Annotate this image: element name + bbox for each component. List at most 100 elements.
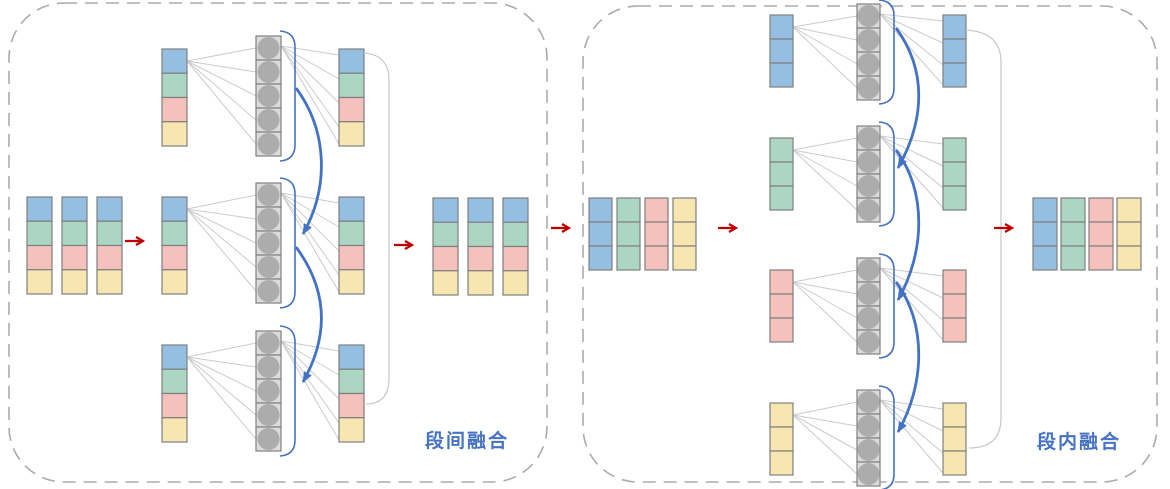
attention-line bbox=[792, 149, 858, 163]
fusion-bracket-icon bbox=[878, 121, 895, 227]
attention-line bbox=[280, 340, 340, 424]
attention-line bbox=[792, 281, 858, 343]
input-token-column bbox=[61, 244, 88, 271]
input-token-column bbox=[26, 220, 53, 247]
attention-node-icon bbox=[257, 37, 280, 59]
segment-output-column bbox=[338, 269, 365, 295]
channel-input-column bbox=[672, 221, 697, 247]
attention-node-icon bbox=[857, 463, 880, 485]
recurrent-fusion-arrow-icon bbox=[294, 246, 323, 383]
attention-line bbox=[186, 60, 257, 73]
attention-line bbox=[879, 13, 944, 44]
input-token-column bbox=[61, 269, 88, 295]
segment-input-column bbox=[161, 96, 188, 123]
fusion-bracket-icon bbox=[878, 0, 895, 105]
fused-token-column bbox=[467, 270, 494, 296]
segment-input-column bbox=[161, 196, 188, 222]
channel-column bbox=[769, 14, 794, 40]
attention-line bbox=[879, 135, 944, 167]
attention-line bbox=[280, 45, 340, 80]
attention-node-icon bbox=[257, 356, 280, 378]
attention-node-icon bbox=[857, 283, 880, 305]
attention-line bbox=[792, 15, 858, 28]
segment-input-column bbox=[161, 269, 188, 295]
attention-node-icon bbox=[257, 109, 280, 131]
attention-line bbox=[186, 356, 257, 416]
attention-line bbox=[186, 356, 257, 392]
segment-output-column bbox=[338, 344, 365, 370]
attention-line bbox=[792, 26, 858, 89]
fused-channel-column bbox=[1032, 221, 1058, 247]
fusion-bracket-icon bbox=[878, 385, 895, 489]
attention-line bbox=[792, 149, 858, 187]
input-token-column bbox=[26, 269, 53, 295]
attention-node-icon bbox=[257, 380, 280, 402]
channel-output-column bbox=[942, 62, 967, 88]
attention-line bbox=[792, 269, 858, 283]
attention-line bbox=[792, 281, 858, 319]
attention-line bbox=[792, 401, 858, 416]
channel-input-column bbox=[588, 197, 613, 223]
attention-node-icon bbox=[857, 151, 880, 173]
attention-line bbox=[879, 399, 944, 432]
attention-line bbox=[792, 137, 858, 151]
attention-line bbox=[280, 45, 340, 56]
segment-output-column bbox=[338, 121, 365, 147]
attention-line bbox=[186, 60, 257, 121]
fused-channel-column bbox=[1060, 221, 1086, 247]
inter-segment-panel bbox=[8, 2, 548, 483]
inter-segment-fusion-label: 段间融合 bbox=[424, 430, 509, 452]
channel-output-column bbox=[942, 137, 967, 163]
channel-column bbox=[769, 62, 794, 88]
fused-channel-column bbox=[1060, 245, 1086, 271]
fused-token-column bbox=[432, 221, 459, 248]
attention-node-icon bbox=[257, 404, 280, 426]
channel-output-column bbox=[942, 269, 967, 295]
attention-node-icon bbox=[857, 77, 880, 99]
attention-line bbox=[280, 192, 340, 228]
aggregate-curve bbox=[363, 52, 390, 405]
channel-input-column bbox=[644, 245, 669, 271]
fused-token-column bbox=[502, 270, 529, 296]
fused-channel-column bbox=[1032, 197, 1058, 223]
segment-output-column bbox=[338, 244, 365, 271]
fusion-bracket-icon bbox=[878, 253, 895, 359]
segment-input-column bbox=[161, 121, 188, 147]
attention-node-icon bbox=[257, 85, 280, 107]
attention-line bbox=[792, 26, 858, 65]
attention-node-icon bbox=[857, 175, 880, 197]
attention-node-icon bbox=[257, 208, 280, 230]
attention-line bbox=[879, 399, 944, 474]
attention-node-icon bbox=[857, 439, 880, 461]
attention-line bbox=[879, 13, 944, 22]
attention-line bbox=[186, 208, 257, 292]
attention-node-icon bbox=[857, 259, 880, 281]
fused-channel-column bbox=[1088, 197, 1114, 223]
segment-input-column bbox=[161, 392, 188, 419]
attention-line bbox=[879, 135, 944, 189]
attention-line bbox=[879, 13, 944, 66]
channel-input-column bbox=[588, 245, 613, 271]
attention-line bbox=[280, 340, 340, 376]
attention-line bbox=[792, 26, 858, 41]
fusion-bracket-icon bbox=[279, 30, 296, 162]
channel-output-column bbox=[942, 402, 967, 428]
channel-input-column bbox=[588, 221, 613, 247]
attention-line bbox=[280, 192, 340, 276]
channel-input-column bbox=[644, 197, 669, 223]
fused-channel-column bbox=[1116, 221, 1142, 247]
attention-node-icon bbox=[857, 391, 880, 413]
attention-line bbox=[186, 208, 257, 268]
attention-line bbox=[280, 340, 340, 352]
recurrent-fusion-arrow-icon bbox=[894, 149, 921, 301]
recurrent-fusion-arrow-icon bbox=[894, 281, 921, 433]
attention-node-icon bbox=[857, 199, 880, 221]
attention-node-icon bbox=[857, 5, 880, 27]
attention-line bbox=[186, 47, 257, 62]
input-token-column bbox=[26, 196, 53, 222]
fused-token-column bbox=[467, 197, 494, 223]
attention-line bbox=[186, 60, 257, 97]
attention-node-icon bbox=[857, 331, 880, 353]
fused-token-column bbox=[432, 245, 459, 272]
